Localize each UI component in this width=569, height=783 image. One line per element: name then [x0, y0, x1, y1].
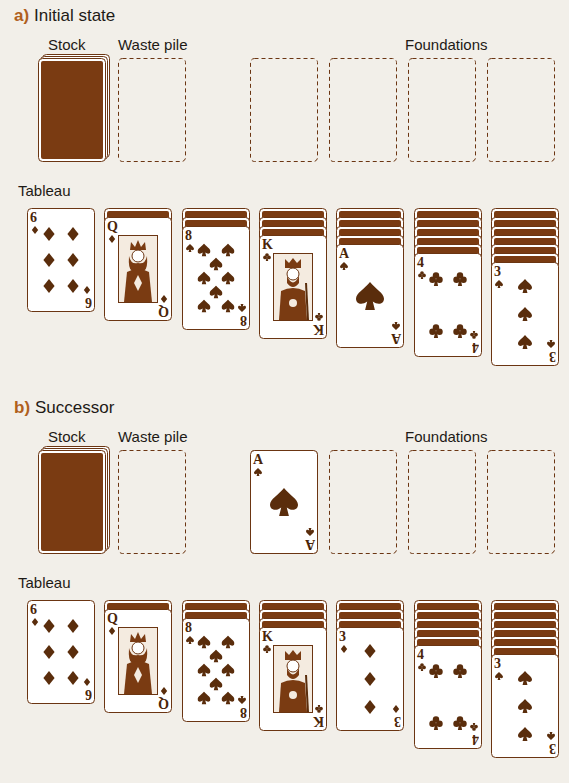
card-rank: A [253, 452, 263, 467]
card-rank: 6 [85, 295, 92, 310]
playing-card: 44 [414, 645, 482, 749]
face-down-card [105, 209, 559, 357]
pile-label: Waste pile [118, 36, 187, 54]
card-rank: 3 [494, 264, 501, 279]
playing-card: 33 [491, 262, 559, 366]
card-rank: 4 [472, 732, 479, 747]
card-rank: 6 [30, 602, 37, 617]
card-rank: 4 [417, 255, 424, 270]
card-rank: 3 [549, 741, 556, 756]
section-label: Tableau [18, 182, 71, 200]
card-rank: Q [107, 611, 118, 626]
card-rank: 3 [549, 349, 556, 364]
card-rank: 3 [339, 629, 346, 644]
card-rank: 3 [394, 714, 401, 729]
card-rank: 8 [240, 705, 247, 720]
card-rank: 6 [30, 210, 37, 225]
face-down-card [105, 601, 559, 749]
pile-label: Stock [48, 36, 86, 54]
card-rank: 8 [240, 313, 247, 328]
card-rank: A [391, 331, 401, 346]
card-rank: K [262, 237, 273, 252]
pile-label: Foundations [405, 36, 488, 54]
playing-card: QQ [104, 609, 172, 713]
pile-label: Stock [48, 428, 86, 446]
playing-card: 88 [182, 226, 250, 330]
playing-card: 66 [27, 600, 95, 704]
playing-card: 44 [414, 253, 482, 357]
playing-card: 66 [27, 208, 95, 312]
pile-label: Foundations [405, 428, 488, 446]
card-rank: 8 [185, 228, 192, 243]
card-rank: 6 [85, 687, 92, 702]
stock-pile [39, 447, 110, 554]
card-rank: 8 [185, 620, 192, 635]
playing-card: 33 [336, 627, 404, 731]
playing-card: AA [250, 450, 318, 554]
playing-card: AA [336, 244, 404, 348]
empty-slot [119, 59, 555, 162]
face-up-card [28, 451, 559, 758]
card-rank: A [339, 246, 349, 261]
panel-tag: a) [14, 6, 29, 26]
card-rank: Q [107, 219, 118, 234]
playing-card: KK [259, 627, 327, 731]
face-up-card [28, 209, 559, 366]
playing-card: 88 [182, 618, 250, 722]
playing-card: QQ [104, 217, 172, 321]
card-rank: 4 [472, 340, 479, 355]
pile-label: Waste pile [118, 428, 187, 446]
card-rank: K [313, 714, 324, 729]
card-rank: A [305, 537, 315, 552]
card-rank: 4 [417, 647, 424, 662]
panel-title: Successor [35, 398, 114, 418]
playing-card: 33 [491, 654, 559, 758]
stock-pile [39, 55, 110, 162]
empty-slot [119, 451, 555, 554]
panel-title: Initial state [34, 6, 115, 26]
card-rank: K [262, 629, 273, 644]
panel-tag: b) [14, 398, 30, 418]
section-label: Tableau [18, 574, 71, 592]
card-rank: K [313, 322, 324, 337]
playing-card: KK [259, 235, 327, 339]
card-rank: Q [158, 304, 169, 319]
card-rank: 3 [494, 656, 501, 671]
card-rank: Q [158, 696, 169, 711]
